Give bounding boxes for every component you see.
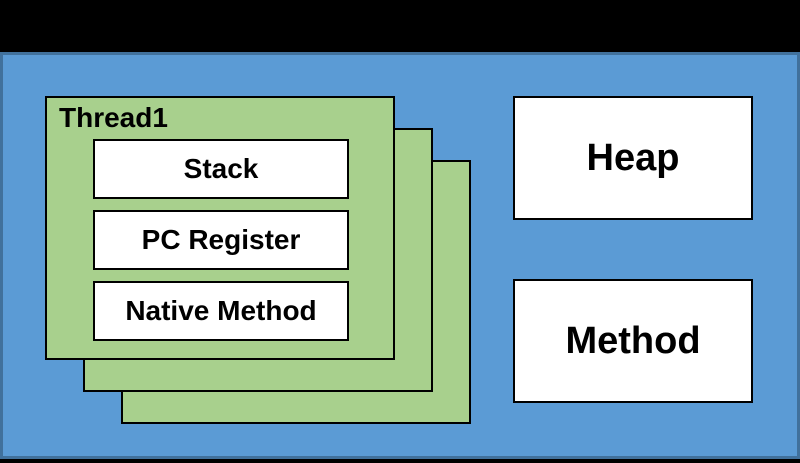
top-black-banner bbox=[0, 0, 800, 53]
method-box-label: Method bbox=[565, 319, 701, 362]
thread-box-front: Thread1 Stack PC Register Native Method bbox=[45, 96, 395, 360]
native-method-box: Native Method bbox=[93, 281, 349, 341]
stack-box: Stack bbox=[93, 139, 349, 199]
thread-title: Thread1 bbox=[59, 102, 168, 133]
pc-register-box: PC Register bbox=[93, 210, 349, 270]
stack-box-label: Stack bbox=[183, 153, 259, 184]
pc-register-box-label: PC Register bbox=[141, 224, 301, 255]
method-box: Method bbox=[513, 279, 753, 403]
native-method-box-label: Native Method bbox=[125, 295, 317, 326]
bottom-black-strip bbox=[0, 459, 800, 463]
heap-box-label: Heap bbox=[586, 136, 680, 179]
heap-box: Heap bbox=[513, 96, 753, 220]
